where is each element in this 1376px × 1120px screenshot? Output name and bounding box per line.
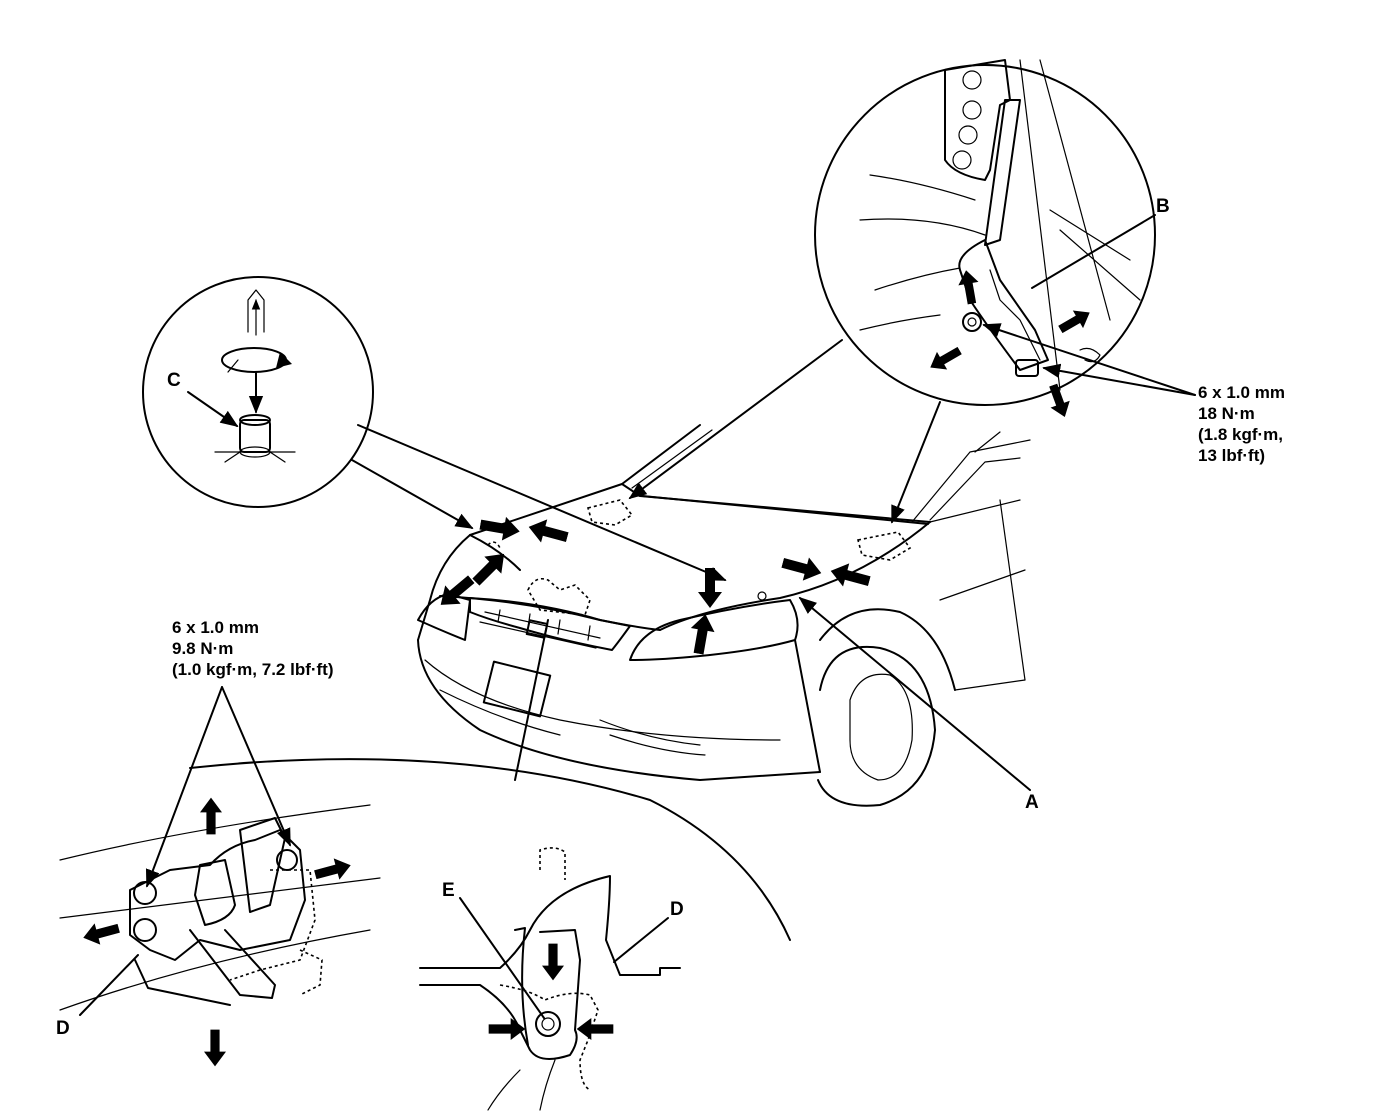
latch-detail [59,686,791,1067]
label-d-right: D [670,899,684,920]
label-b: B [1156,196,1170,217]
hinge-bolt-spec: 6 x 1.0 mm 18 N·m (1.8 kgf·m, 13 lbf·ft) [1198,383,1285,465]
latch-bolt-spec: 6 x 1.0 mm 9.8 N·m (1.0 kgf·m, 7.2 lbf·f… [172,618,334,679]
latch-spec-size: 6 x 1.0 mm [172,618,259,637]
latch-spec-torque-alt: (1.0 kgf·m, 7.2 lbf·ft) [172,660,334,679]
detail-circle-b [814,59,1196,421]
hinge-spec-torque-kgfm: (1.8 kgf·m, [1198,425,1283,444]
connector-lines [351,339,1031,791]
hood-adjustment-arrows [432,512,873,656]
hinge-spec-torque-lbfft: 13 lbf·ft) [1198,446,1265,465]
label-e: E [442,880,455,901]
striker-detail [419,847,681,1111]
hinge-spec-torque-nm: 18 N·m [1198,404,1255,423]
latch-spec-torque-nm: 9.8 N·m [172,639,233,658]
detail-circle-c [142,276,374,508]
label-c: C [167,370,181,391]
car-illustration [417,424,1031,807]
hinge-spec-size: 6 x 1.0 mm [1198,383,1285,402]
label-d-left: D [56,1018,70,1039]
label-a: A [1025,792,1039,813]
